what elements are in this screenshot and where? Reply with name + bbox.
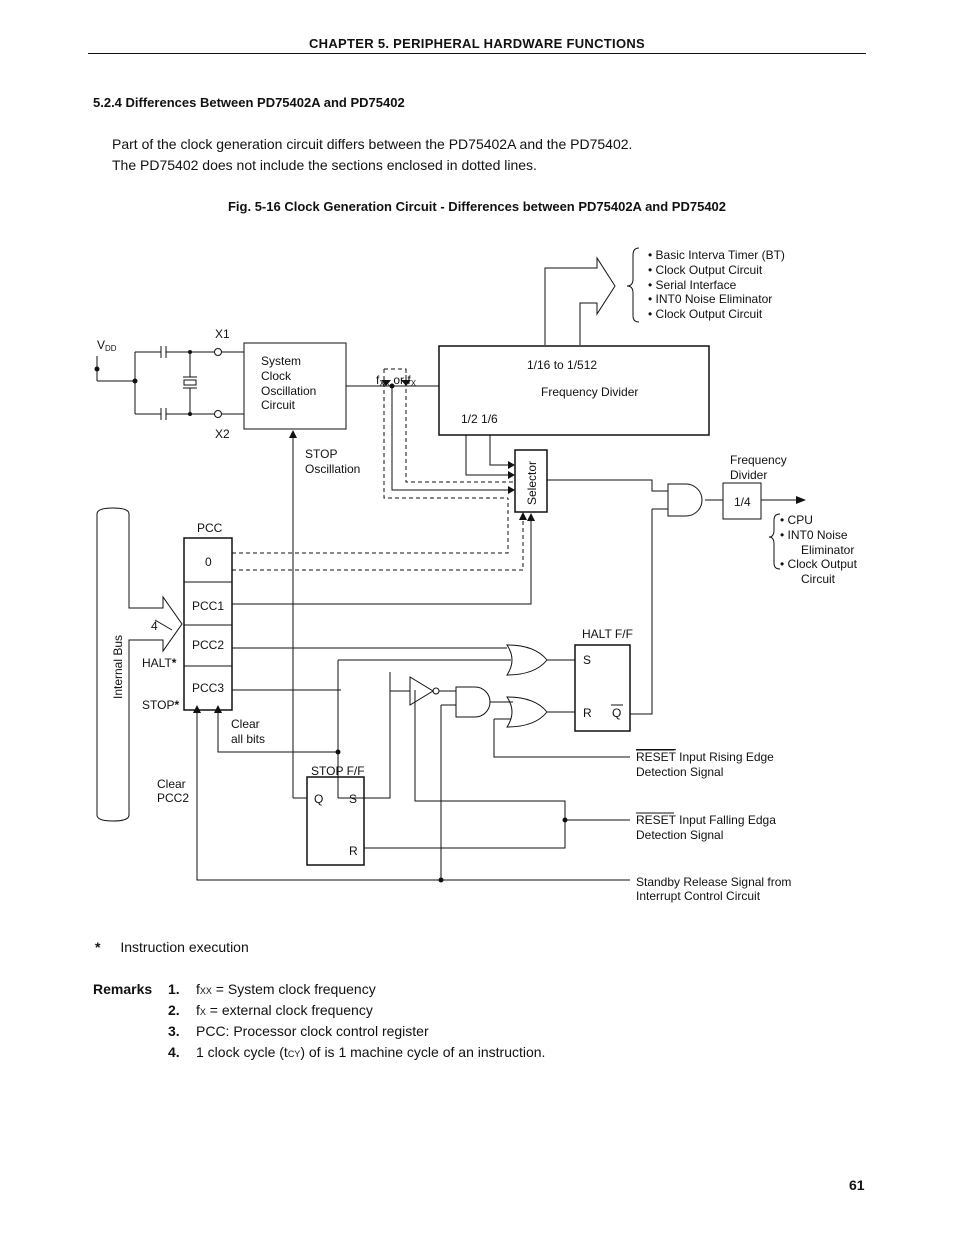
cpu-target-3: Eliminator xyxy=(801,543,854,557)
x2-label: X2 xyxy=(215,427,230,441)
clear-all-1: Clear xyxy=(231,717,260,731)
divider-range: 1/16 to 1/512 xyxy=(527,358,597,372)
footnote-text: Instruction execution xyxy=(120,939,249,955)
and-gate-output xyxy=(667,483,703,517)
top-target-4: • INT0 Noise Eliminator xyxy=(648,292,772,306)
frequency-divider-box xyxy=(438,345,710,436)
remark-2-num: 2. xyxy=(168,1002,180,1018)
freq-div-label-2: Divider xyxy=(730,468,767,482)
figure-title: Fig. 5-16 Clock Generation Circuit - Dif… xyxy=(227,199,727,214)
halt-ff-q: Q xyxy=(612,706,621,720)
cpu-target-1: • CPU xyxy=(780,513,813,527)
output-arrow-top xyxy=(544,256,616,345)
reset-rising-2: Detection Signal xyxy=(636,765,723,779)
halt-label: HALT* xyxy=(142,656,177,670)
remarks-label: Remarks xyxy=(93,981,153,997)
cpu-target-2: • INT0 Noise xyxy=(780,528,848,542)
pcc-cell-0: 0 xyxy=(205,555,212,569)
halt-ff-r: R xyxy=(583,706,592,720)
reset-falling-1: RESET Input Falling Edga xyxy=(636,813,776,827)
pcc-cell-3: PCC3 xyxy=(192,681,224,695)
section-title: 5.2.4 Differences Between PD75402A and P… xyxy=(93,95,405,110)
top-target-2: • Clock Output Circuit xyxy=(648,263,763,277)
paragraph-line-2: The PD75402 does not include the section… xyxy=(112,157,537,173)
or-gate-halt xyxy=(506,644,548,676)
quarter-label: 1/4 xyxy=(734,495,751,509)
internal-bus-shape xyxy=(96,507,183,822)
header-rule xyxy=(88,53,866,54)
paragraph-line-1: Part of the clock generation circuit dif… xyxy=(112,136,633,152)
fxx-label: fXX or fX xyxy=(376,373,417,388)
top-target-5: • Clock Output Circuit xyxy=(648,307,763,321)
freq-div-label-1: Frequency xyxy=(730,453,787,467)
osc-line-3: Oscillation xyxy=(261,384,316,398)
pcc-label: PCC xyxy=(197,521,223,535)
reset-falling-2: Detection Signal xyxy=(636,828,723,842)
clear-pcc2-1: Clear xyxy=(157,777,186,791)
osc-line-1: System xyxy=(261,354,301,368)
footnote: * Instruction execution xyxy=(95,939,249,955)
halt-ff-s: S xyxy=(583,653,591,667)
osc-line-4: Circuit xyxy=(261,398,296,412)
stop-ff-q: Q xyxy=(314,792,323,806)
remark-2-text: fX = external clock frequency xyxy=(196,1002,373,1018)
standby-2: Interrupt Control Circuit xyxy=(636,889,761,903)
pcc-cell-2: PCC2 xyxy=(192,638,224,652)
standby-1: Standby Release Signal from xyxy=(636,875,791,889)
stop-osc-1: STOP xyxy=(305,447,337,461)
stop-ff-s: S xyxy=(349,792,357,806)
selector-box xyxy=(514,449,548,513)
remark-3-num: 3. xyxy=(168,1023,180,1039)
remark-4-text: 1 clock cycle (tCY) of is 1 machine cycl… xyxy=(196,1044,546,1060)
stop-ff-r: R xyxy=(349,844,358,858)
remark-1-num: 1. xyxy=(168,981,180,997)
or-gate-reset xyxy=(506,696,548,728)
clear-all-2: all bits xyxy=(231,732,265,746)
inverter-gate xyxy=(409,676,434,706)
top-targets-brace xyxy=(626,247,640,323)
divider-name: Frequency Divider xyxy=(541,385,638,399)
halt-ff-title: HALT F/F xyxy=(582,627,633,641)
stop-ff-title: STOP F/F xyxy=(311,764,365,778)
stop-ff-box xyxy=(306,776,365,866)
bus-width: 4 xyxy=(151,619,158,633)
top-target-1: • Basic Interva Timer (BT) xyxy=(648,248,785,262)
cpu-target-5: Circuit xyxy=(801,572,836,586)
stop-osc-2: Oscillation xyxy=(305,462,360,476)
page-number: 61 xyxy=(849,1177,865,1193)
cpu-target-4: • Clock Output xyxy=(780,557,858,571)
osc-line-2: Clock xyxy=(261,369,292,383)
remark-1-text: fXX = System clock frequency xyxy=(196,981,376,997)
clear-pcc2-2: PCC2 xyxy=(157,791,189,805)
x1-label: X1 xyxy=(215,327,230,341)
chapter-header: CHAPTER 5. PERIPHERAL HARDWARE FUNCTIONS xyxy=(308,36,646,51)
quarter-divider-box xyxy=(722,482,762,520)
selector-label: Selector xyxy=(525,461,539,505)
reset-rising-1: RESET Input Rising Edge xyxy=(636,750,774,764)
pcc-cell-1: PCC1 xyxy=(192,599,224,613)
stop-label: STOP* xyxy=(142,698,179,712)
remark-4-num: 4. xyxy=(168,1044,180,1060)
divider-taps: 1/2 1/6 xyxy=(461,412,498,426)
cpu-targets-brace xyxy=(768,513,781,570)
footnote-mark: * xyxy=(95,939,101,955)
remark-3-text: PCC: Processor clock control register xyxy=(196,1023,429,1039)
internal-bus-label: Internal Bus xyxy=(111,635,125,699)
dotted-enclosure-fxx xyxy=(384,368,515,483)
and-gate-2 xyxy=(455,686,491,718)
pcc-register-box xyxy=(183,537,233,711)
halt-ff-box xyxy=(574,644,631,732)
vdd-label: VDD xyxy=(97,338,117,353)
top-target-3: • Serial Interface xyxy=(648,278,737,292)
